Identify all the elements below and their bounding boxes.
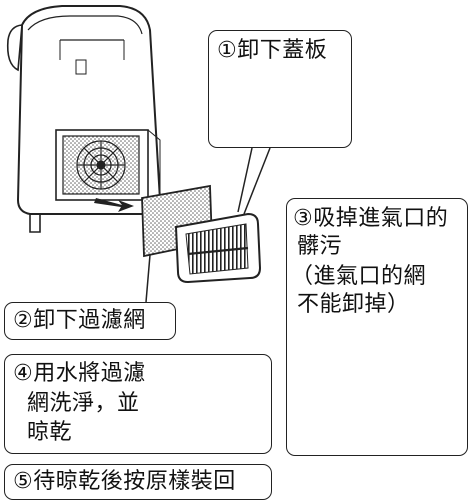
- step5-label: ⑤待晾乾後按原樣裝回: [13, 469, 236, 494]
- dehumidifier-unit-icon: [6, 5, 162, 233]
- step3-callout: ③吸掉進氣口的 髒污 （進氣口的網 不能卸掉）: [286, 198, 468, 456]
- step4-line2: 網洗淨，並: [27, 391, 140, 416]
- step4-line3: 晾乾: [27, 420, 73, 445]
- step2-callout: ②卸下過濾網: [4, 302, 176, 340]
- arrow-right-icon: [94, 198, 134, 212]
- callout-line-1b: [243, 147, 271, 215]
- step5-callout: ⑤待晾乾後按原樣裝回: [4, 464, 272, 500]
- step3-line3: （進氣口的網: [291, 264, 427, 289]
- step3-line1: ③吸掉進氣口的: [293, 206, 449, 231]
- intake-cover-icon: [174, 212, 262, 284]
- step2-label: ②卸下過濾網: [13, 308, 146, 333]
- step1-callout: ①卸下蓋板: [208, 30, 352, 148]
- step4-line1: ④用水將過濾: [13, 361, 146, 386]
- step3-line4: 不能卸掉）: [297, 292, 410, 317]
- step3-line2: 髒污: [297, 234, 343, 259]
- callout-line-1: [237, 147, 253, 213]
- step1-label: ①卸下蓋板: [217, 38, 328, 63]
- callout-line-2: [145, 254, 151, 303]
- step4-callout: ④用水將過濾 網洗淨，並 晾乾: [4, 354, 272, 454]
